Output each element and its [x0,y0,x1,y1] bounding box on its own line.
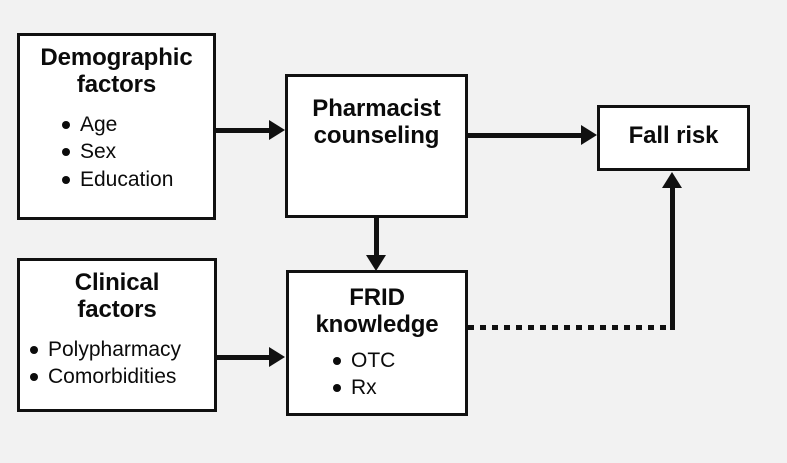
connector-frid-to-fall-risk-vertical [670,186,675,330]
arrowhead-right-icon [269,120,285,140]
node-pharmacist-counseling[interactable]: Pharmacist counseling [285,74,468,218]
list-item: Rx [331,374,395,402]
arrowhead-right-icon [269,347,285,367]
node-frid-knowledge[interactable]: FRID knowledge OTC Rx [286,270,468,416]
arrowhead-down-icon [366,255,386,271]
list-item: Sex [60,138,173,166]
node-clinical-factors[interactable]: Clinical factors Polypharmacy Comorbidit… [17,258,217,412]
bullet-list-clinical-factors: Polypharmacy Comorbidities [28,336,181,391]
node-title-clinical-factors: Clinical factors [74,269,160,323]
node-demographic-factors[interactable]: Demographic factors Age Sex Education [17,33,216,220]
node-fall-risk[interactable]: Fall risk [597,105,750,171]
node-title-demographic-factors: Demographic factors [40,44,193,98]
list-item: Age [60,111,173,139]
connector-clinical-to-frid [217,355,271,360]
bullet-list-frid-knowledge: OTC Rx [331,347,395,402]
bullet-list-demographic-factors: Age Sex Education [60,111,173,194]
node-title-pharmacist-counseling: Pharmacist counseling [312,95,441,149]
list-item: Education [60,166,173,194]
list-item: Polypharmacy [28,336,181,364]
arrowhead-up-icon [662,172,682,188]
connector-demographic-to-pharmacist [216,128,271,133]
node-title-frid-knowledge: FRID knowledge [315,284,439,338]
connector-pharmacist-to-frid [374,218,379,258]
list-item: OTC [331,347,395,375]
connector-frid-to-fall-risk-dotted [468,325,675,330]
node-title-fall-risk: Fall risk [628,122,719,149]
connector-pharmacist-to-fall-risk [468,133,583,138]
arrowhead-right-icon [581,125,597,145]
list-item: Comorbidities [28,363,181,391]
